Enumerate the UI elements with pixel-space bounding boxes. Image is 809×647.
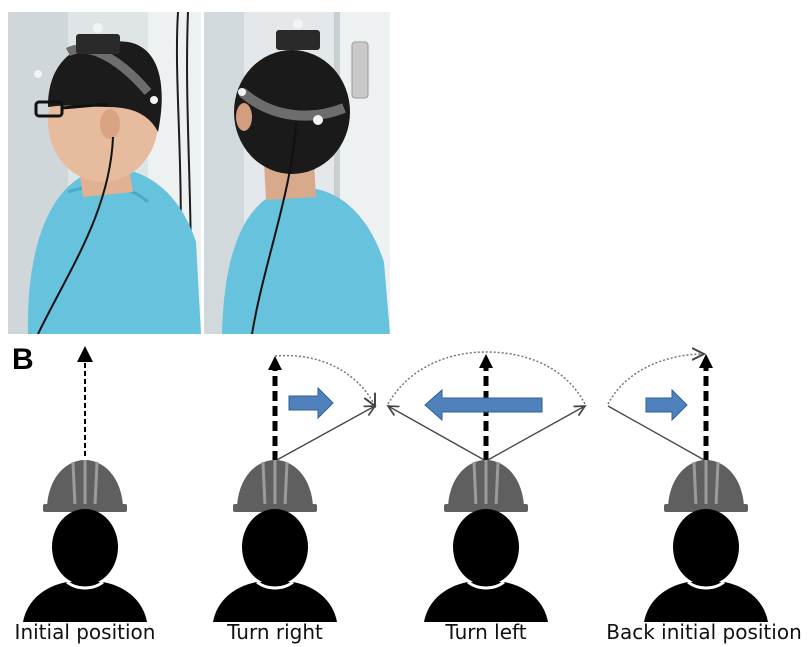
step-initial-position — [21, 346, 149, 624]
step-back-initial-position — [607, 354, 770, 624]
step-turn-right — [211, 354, 375, 624]
panel-label-b: B — [12, 343, 34, 376]
caption-back-initial-position: Back initial position — [606, 620, 802, 644]
caption-turn-left: Turn left — [445, 620, 527, 644]
caption-turn-right: Turn right — [227, 620, 323, 644]
head-turn-diagram — [21, 346, 770, 624]
photo-side-view — [8, 12, 201, 334]
step-turn-left — [388, 351, 585, 624]
caption-initial-position: Initial position — [14, 620, 156, 644]
photo-back-view — [204, 12, 390, 334]
